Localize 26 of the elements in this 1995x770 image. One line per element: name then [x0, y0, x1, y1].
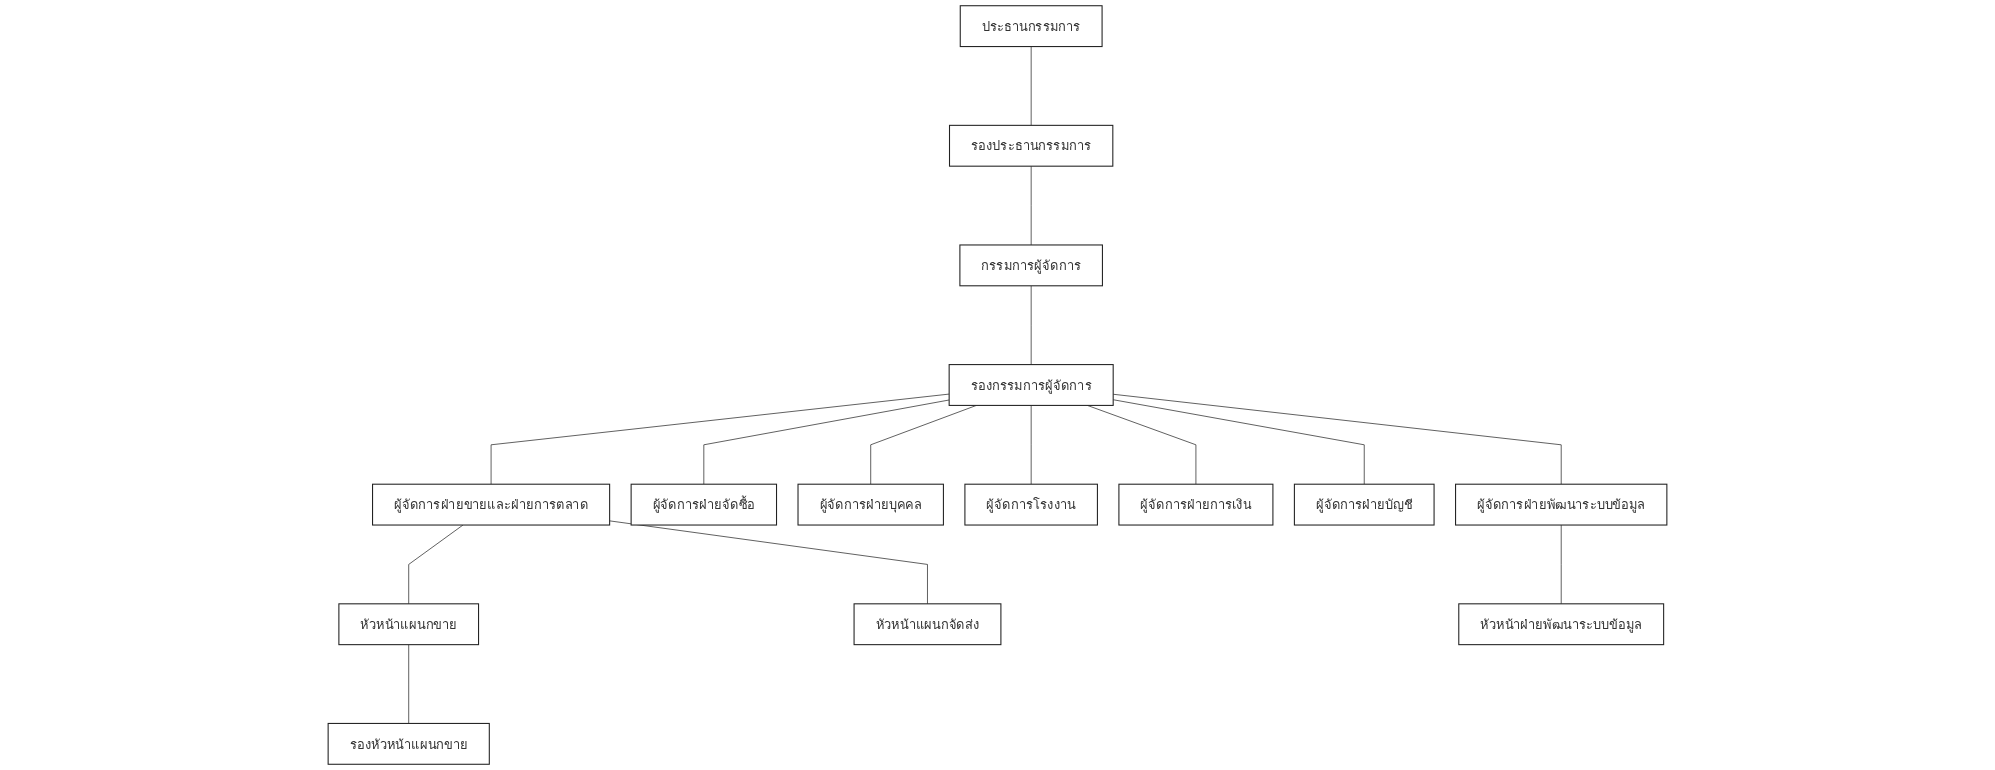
- node-box: หัวหน้าแผนกขาย: [338, 603, 480, 646]
- node-box: รองหัวหน้าแผนกขาย: [327, 722, 490, 765]
- node-box: ผู้จัดการฝ่ายบัญชี: [1293, 483, 1435, 526]
- node-box: ประธานกรรมการ: [959, 5, 1103, 48]
- connector: [609, 520, 928, 605]
- connector: [1560, 524, 1562, 605]
- node-box: ผู้จัดการฝ่ายบุคคล: [797, 483, 944, 526]
- node-box: ผู้จัดการฝ่ายการเงิน: [1118, 483, 1274, 526]
- node-box: ผู้จัดการฝ่ายขายและฝ่ายการตลาด: [372, 483, 611, 526]
- connector: [1030, 165, 1032, 246]
- node-box: หัวหน้าแผนกจัดส่ง: [853, 603, 1002, 646]
- connector: [703, 399, 950, 485]
- connector: [408, 524, 464, 605]
- connector: [1030, 405, 1032, 485]
- node-box: กรรมการผู้จัดการ: [959, 244, 1103, 287]
- connector: [490, 393, 950, 485]
- node-box: ผู้จัดการฝ่ายพัฒนาระบบข้อมูล: [1455, 483, 1668, 526]
- node-box: ผู้จัดการโรงงาน: [964, 483, 1098, 526]
- node-box: รองกรรมการผู้จัดการ: [948, 364, 1114, 406]
- connector: [408, 644, 410, 724]
- connector: [1030, 46, 1032, 126]
- node-box: หัวหน้าฝ่ายพัฒนาระบบข้อมูล: [1458, 603, 1665, 646]
- node-box: ผู้จัดการฝ่ายจัดซื้อ: [630, 483, 778, 526]
- connector: [1087, 405, 1197, 485]
- connector: [1030, 285, 1032, 365]
- node-box: รองประธานกรรมการ: [948, 124, 1114, 167]
